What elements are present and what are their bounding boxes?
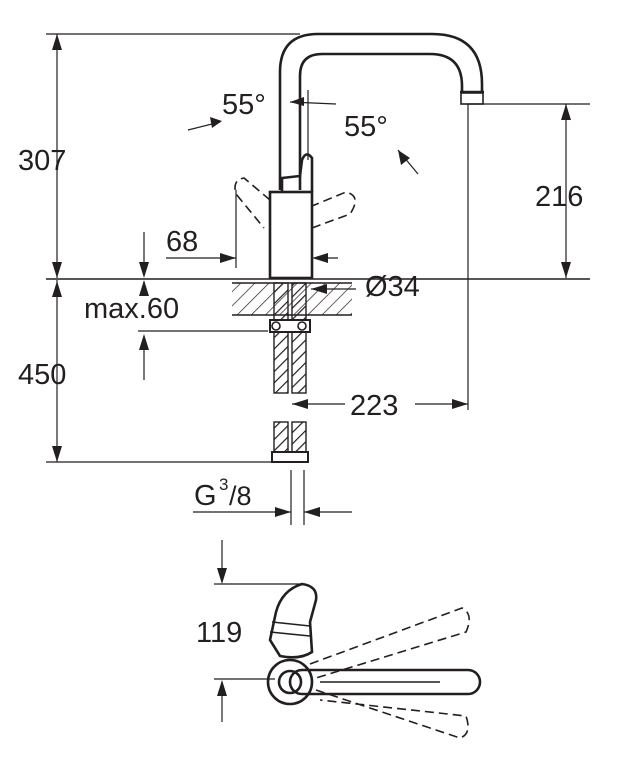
lever-height-label: 119: [196, 617, 242, 649]
dimension-lines: [46, 33, 590, 722]
thread-superscript: 3: [219, 475, 228, 494]
spout-height-label: 216: [535, 181, 583, 213]
lever-offset-label: 68: [166, 226, 198, 258]
faucet-top-view: [266, 582, 482, 739]
thread-label: G: [194, 480, 217, 512]
rotation-left-label: 55°: [222, 89, 266, 121]
faucet-side-view: [232, 32, 484, 463]
reach-label: 223: [350, 390, 398, 422]
diameter-label: Ø34: [365, 271, 420, 303]
rotation-right-label: 55°: [344, 111, 388, 143]
height-top-label: 307: [18, 145, 66, 177]
thread-subscript: /8: [229, 481, 252, 511]
max-thickness-label: max.60: [84, 293, 179, 325]
below-height-label: 450: [18, 359, 66, 391]
